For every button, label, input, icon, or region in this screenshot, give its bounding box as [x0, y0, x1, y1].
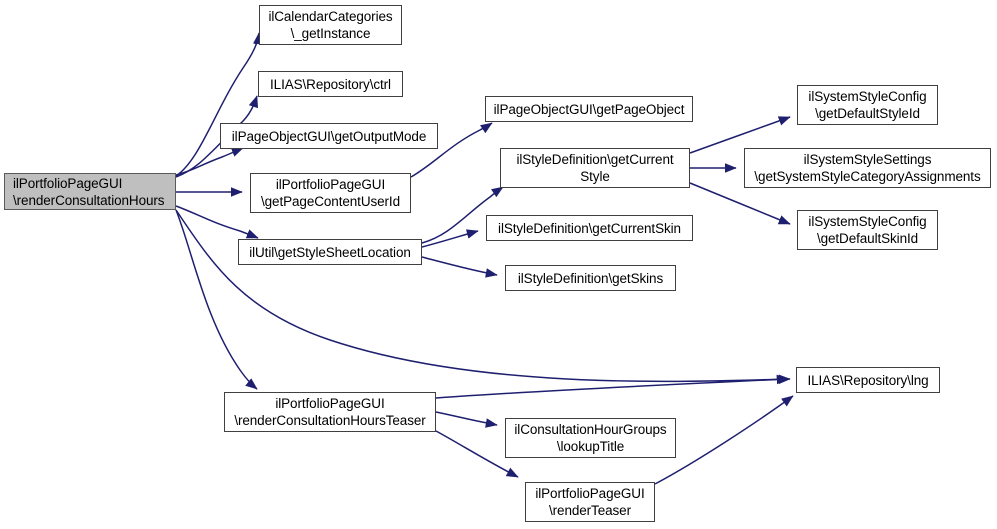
graph-node-label: ilPortfolioPageGUI \getPageContentUserId	[261, 177, 400, 209]
graph-node-get_skins[interactable]: ilStyleDefinition\getSkins	[505, 265, 676, 291]
edge-root-to-get_output_mode	[175, 147, 244, 176]
graph-node-render_teaser[interactable]: ilPortfolioPageGUI \renderTeaser	[525, 482, 655, 522]
graph-node-label: ilPortfolioPageGUI \renderTeaser	[535, 486, 645, 518]
graph-node-label: ilPortfolioPageGUI \renderConsultationHo…	[13, 175, 165, 208]
edge-root-to-repo_lng	[175, 209, 791, 385]
graph-node-get_current_style[interactable]: ilStyleDefinition\getCurrent Style	[500, 148, 690, 188]
edge-root-to-stylesheet_location	[175, 205, 259, 239]
graph-node-label: ILIAS\Repository\ctrl	[270, 76, 391, 92]
graph-node-stylesheet_location[interactable]: ilUtil\getStyleSheetLocation	[238, 239, 422, 265]
graph-node-get_current_skin[interactable]: ilStyleDefinition\getCurrentSkin	[486, 215, 693, 241]
graph-node-label: ilStyleDefinition\getCurrent Style	[516, 152, 674, 184]
graph-node-calendar_categories[interactable]: ilCalendarCategories \_getInstance	[259, 5, 402, 45]
edge-ch_teaser-to-lookup_title	[435, 411, 498, 428]
edge-stylesheet_location-to-get_skins	[421, 256, 498, 278]
graph-node-label: ILIAS\Repository\lng	[807, 372, 929, 388]
edge-ch_teaser-to-render_teaser	[435, 430, 519, 478]
graph-node-label: ilSystemStyleConfig \getDefaultStyleId	[808, 89, 927, 121]
graph-node-label: ilStyleDefinition\getCurrentSkin	[498, 220, 681, 236]
edges	[175, 32, 794, 485]
graph-node-label: ilUtil\getStyleSheetLocation	[249, 244, 411, 260]
edge-root-to-calendar_categories	[175, 32, 263, 177]
graph-node-label: ilPortfolioPageGUI \renderConsultationHo…	[234, 396, 426, 428]
edge-root-to-ch_teaser	[175, 209, 258, 390]
graph-node-label: ilPageObjectGUI\getPageObject	[493, 101, 685, 117]
edge-get_current_style-to-default_style_id	[689, 116, 791, 154]
graph-node-label: ilSystemStyleSettings \getSystemStyleCat…	[754, 152, 981, 184]
graph-node-repo_lng[interactable]: ILIAS\Repository\lng	[796, 367, 940, 393]
edge-render_teaser-to-repo_lng	[654, 395, 794, 485]
graph-node-repo_ctrl[interactable]: ILIAS\Repository\ctrl	[258, 71, 403, 97]
graph-node-label: ilSystemStyleConfig \getDefaultSkinId	[808, 214, 927, 246]
graph-node-ch_teaser[interactable]: ilPortfolioPageGUI \renderConsultationHo…	[224, 392, 436, 432]
graph-node-default_skin_id[interactable]: ilSystemStyleConfig \getDefaultSkinId	[797, 210, 938, 250]
graph-node-get_output_mode[interactable]: ilPageObjectGUI\getOutputMode	[220, 123, 438, 149]
graph-node-default_style_id[interactable]: ilSystemStyleConfig \getDefaultStyleId	[797, 85, 938, 125]
edge-stylesheet_location-to-get_current_style	[421, 186, 504, 244]
graph-node-lookup_title[interactable]: ilConsultationHourGroups \lookupTitle	[505, 418, 676, 458]
edge-ch_teaser-to-repo_lng	[435, 374, 789, 399]
graph-node-label: ilStyleDefinition\getSkins	[517, 270, 664, 286]
edge-page_content_userid-to-get_page_object	[410, 122, 493, 178]
graph-node-page_content_userid[interactable]: ilPortfolioPageGUI \getPageContentUserId	[250, 173, 411, 213]
graph-node-style_cat_assign[interactable]: ilSystemStyleSettings \getSystemStyleCat…	[744, 148, 991, 188]
edge-stylesheet_location-to-get_current_skin	[421, 229, 479, 248]
graph-node-root[interactable]: ilPortfolioPageGUI \renderConsultationHo…	[4, 173, 176, 210]
edge-get_current_style-to-default_skin_id	[689, 182, 791, 225]
graph-node-get_page_object[interactable]: ilPageObjectGUI\getPageObject	[485, 96, 693, 122]
graph-node-label: ilCalendarCategories \_getInstance	[268, 9, 393, 41]
graph-node-label: ilPageObjectGUI\getOutputMode	[231, 128, 427, 144]
graph-node-label: ilConsultationHourGroups \lookupTitle	[514, 422, 667, 454]
